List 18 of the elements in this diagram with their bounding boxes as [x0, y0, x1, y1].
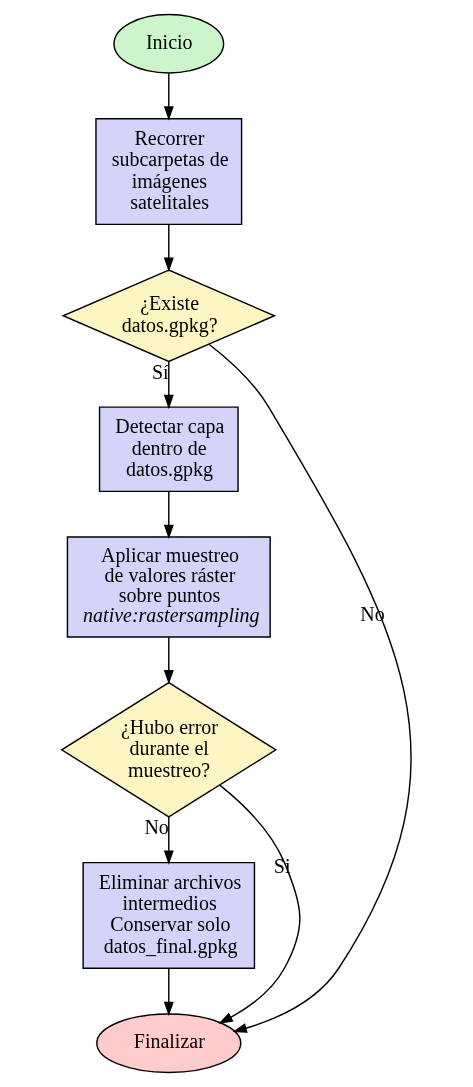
node-ellipse: Inicio [113, 13, 225, 74]
node-box: Eliminar archivos intermedios Conservar solo datos_final.gpkg [82, 861, 256, 969]
edge-label: No [144, 816, 169, 839]
arrow [163, 72, 174, 121]
edge-label: Sí [151, 360, 169, 383]
arrow [163, 490, 174, 539]
node-box: Detectar capa dentro de datos.gpkg [98, 406, 239, 493]
node-box: Aplicar muestreo de valores ráster sobre puntos native:rastersampling [66, 536, 271, 638]
node-box: Recorrer subcarpetas de imágenes satelitales [95, 118, 243, 226]
arrow [163, 636, 174, 685]
arrow [163, 223, 174, 272]
arrow [163, 361, 174, 410]
node-diamond: ¿Hubo error durante el muestreo? [60, 681, 278, 818]
arrow [163, 816, 174, 865]
arrow [208, 343, 412, 1033]
arrow [163, 967, 174, 1017]
arrow [218, 784, 301, 1024]
node-diamond: ¿Existe datos.gpkg? [61, 269, 277, 363]
